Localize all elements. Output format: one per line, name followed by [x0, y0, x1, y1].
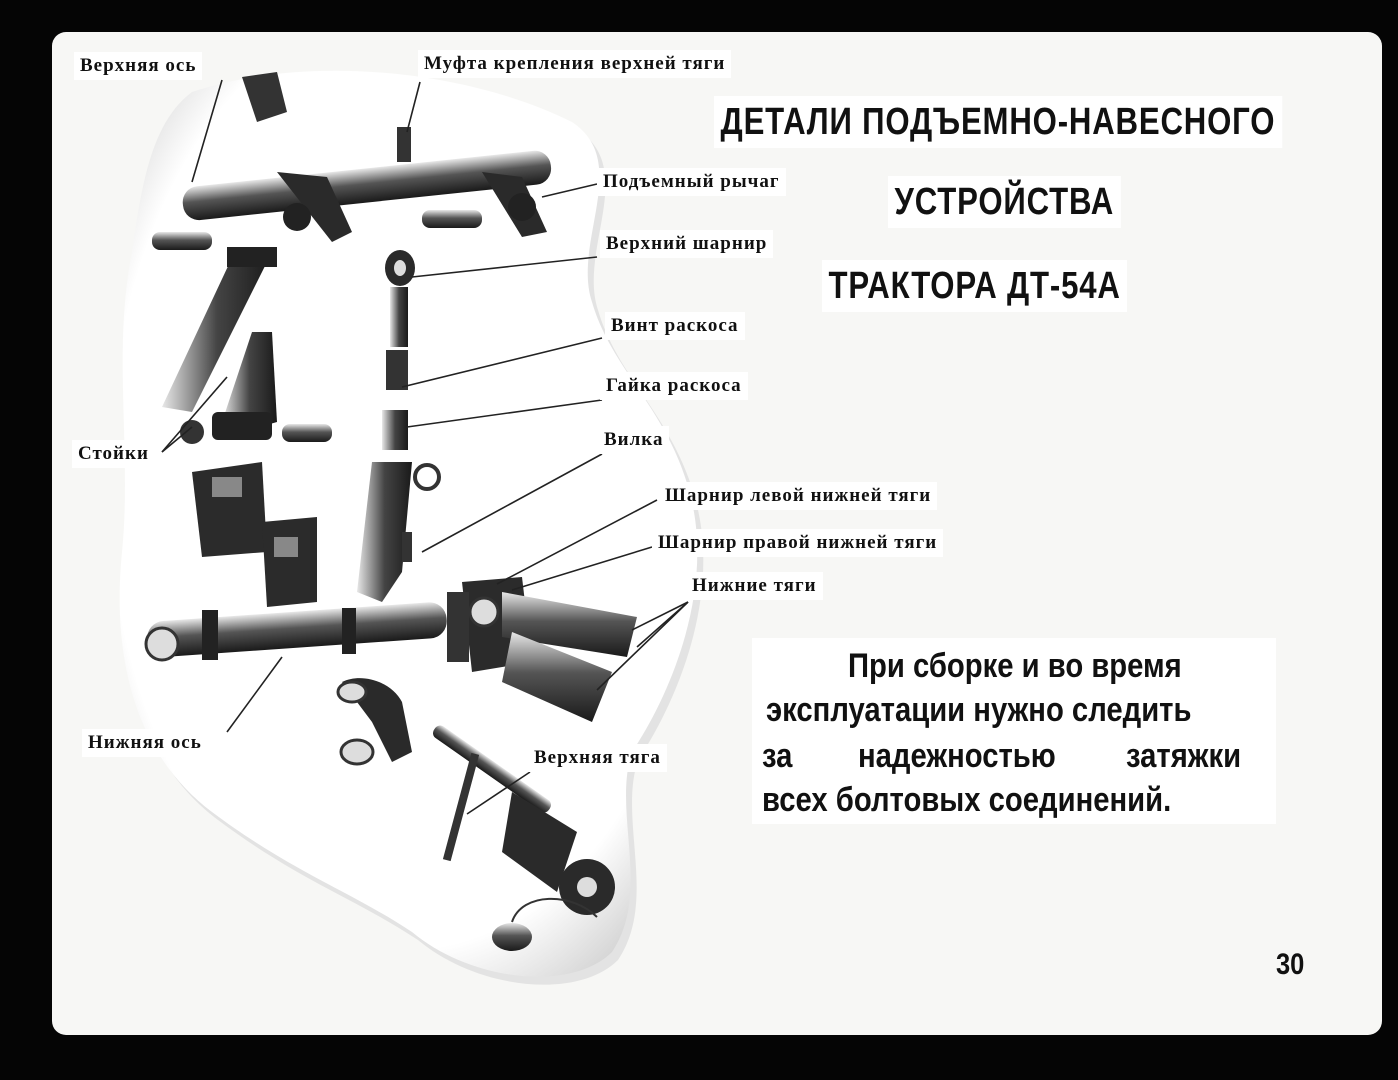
- note-line-1: При сборке и во время: [848, 647, 1182, 685]
- note-line-3c: затяжки: [1126, 737, 1242, 775]
- lower-axle-part: [144, 602, 447, 662]
- note-line-2: эксплуатации нужно следить: [766, 691, 1192, 729]
- upper-link-part: [336, 678, 615, 951]
- label-brace-nut: Гайка раскоса: [600, 372, 748, 400]
- stands-part: [152, 232, 332, 444]
- upper-axle-part: [182, 72, 552, 242]
- label-fork: Вилка: [598, 426, 670, 454]
- clamps-part: [192, 462, 317, 607]
- slide: Верхняя ось Муфта крепления верхней тяги…: [52, 32, 1382, 1035]
- label-upper-axle: Верхняя ось: [74, 52, 203, 80]
- note-line-4: всех болтовых соединений.: [762, 781, 1172, 819]
- maintenance-note: При сборке и во время эксплуатации нужно…: [752, 638, 1276, 824]
- label-left-lower-link-joint: Шарнир левой нижней тяги: [659, 482, 938, 510]
- label-upper-joint: Верхний шарнир: [600, 230, 774, 258]
- label-lift-arm: Подъемный рычаг: [597, 168, 786, 196]
- label-upper-link: Верхняя тяга: [528, 744, 667, 772]
- title-line-3: ТРАКТОРА ДТ-54А: [822, 260, 1128, 312]
- lower-links-part: [447, 577, 637, 722]
- page-number: 30: [1276, 948, 1305, 981]
- note-line-3b: надежностью: [858, 737, 1056, 775]
- label-lower-axle: Нижняя ось: [82, 729, 208, 757]
- label-right-lower-link-joint: Шарнир правой нижней тяги: [652, 529, 944, 557]
- brace-part: [357, 250, 441, 602]
- label-upper-link-coupling: Муфта крепления верхней тяги: [418, 50, 732, 78]
- label-brace-screw: Винт раскоса: [605, 312, 745, 340]
- label-lower-links: Нижние тяги: [686, 572, 823, 600]
- note-line-3a: за: [762, 737, 793, 775]
- title-line-1: ДЕТАЛИ ПОДЪЕМНО-НАВЕСНОГО: [714, 96, 1282, 148]
- title-line-2: УСТРОЙСТВА: [888, 176, 1121, 228]
- leader-lines: [161, 79, 689, 815]
- label-stands: Стойки: [72, 440, 155, 468]
